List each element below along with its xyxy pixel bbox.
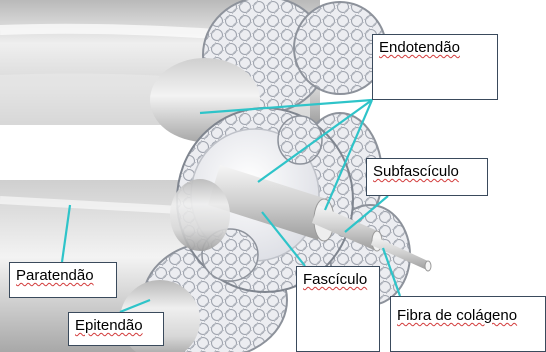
label-paratendao: Paratendão — [9, 262, 117, 298]
label-fasciculo: Fascículo — [296, 266, 380, 352]
label-fibra-de-colageno: Fibra de colágeno — [390, 296, 546, 352]
label-endotendao: Endotendão — [372, 34, 498, 100]
label-subfasciculo: Subfascículo — [366, 158, 488, 196]
label-epitendao: Epitendão — [68, 312, 164, 346]
